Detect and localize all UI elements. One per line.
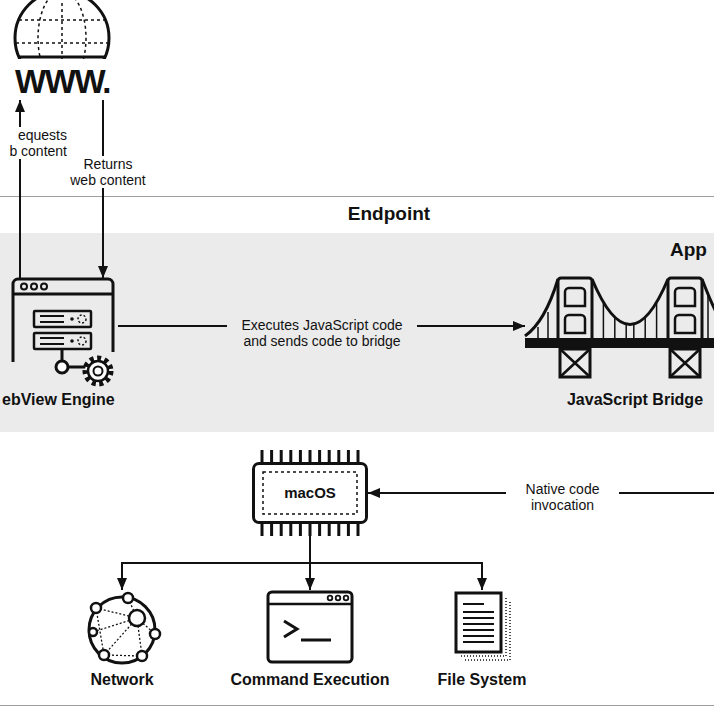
javascript-bridge: JavaScript Bridge xyxy=(525,270,714,410)
webview-icon xyxy=(40,337,64,339)
website-globe: WWW. xyxy=(10,0,115,100)
connector-arrow xyxy=(122,524,310,590)
network-icon-art xyxy=(129,610,145,626)
document-icon xyxy=(456,593,510,661)
webview-icon xyxy=(40,315,64,317)
connector-arrow xyxy=(19,100,21,278)
network-icon: Network xyxy=(82,590,162,690)
bridge-icon xyxy=(670,349,700,377)
bridge-icon xyxy=(525,278,714,377)
document-icon xyxy=(463,604,494,642)
chip-pins xyxy=(262,450,358,462)
webview-icon xyxy=(68,366,86,369)
bridge-icon xyxy=(525,338,714,348)
terminal-icon xyxy=(328,596,333,601)
network-icon-art xyxy=(137,651,147,661)
bridge-icon xyxy=(702,279,714,312)
edge-label: Returns web content xyxy=(67,156,149,188)
webview-icon xyxy=(21,284,27,290)
bridge-icon xyxy=(675,288,695,333)
webview-icon xyxy=(85,358,111,384)
network-icon-art xyxy=(99,650,109,660)
globe-icon xyxy=(15,0,109,59)
terminal-icon xyxy=(268,592,352,662)
webview-icon xyxy=(78,337,86,345)
webview-icon xyxy=(40,343,64,345)
terminal-icon xyxy=(268,603,352,606)
file-system-icon: File System xyxy=(437,590,527,690)
terminal-icon xyxy=(344,596,349,601)
document-icon xyxy=(456,593,501,652)
node-label: macOS xyxy=(255,484,365,502)
edge-label: Native code invocation xyxy=(506,481,619,513)
bridge-icon xyxy=(538,292,708,340)
bridge-icon xyxy=(558,278,592,340)
bridge-icon xyxy=(670,349,700,377)
node-label: ebView Engine xyxy=(2,390,142,410)
globe-icon xyxy=(16,42,108,44)
bridge-icon xyxy=(565,288,585,333)
command-execution-icon: Command Execution xyxy=(230,590,390,690)
node-label: JavaScript Bridge xyxy=(560,390,710,410)
network-icon-art xyxy=(89,593,160,663)
webview-engine: ebView Engine xyxy=(0,278,118,408)
webview-icon xyxy=(88,361,108,381)
chip-pins xyxy=(262,450,358,536)
connector-arrow xyxy=(310,524,482,590)
network-icon-art xyxy=(89,628,97,636)
network-icon-art xyxy=(150,629,160,639)
document-icon xyxy=(506,598,510,661)
webview-icon xyxy=(70,339,74,343)
connector-arrow xyxy=(118,325,525,327)
connector-arrow xyxy=(309,524,311,590)
network-icon-art xyxy=(89,597,155,663)
terminal-icon xyxy=(284,621,297,637)
node-label: Endpoint xyxy=(289,202,489,226)
terminal-icon xyxy=(301,639,331,642)
webview-icon xyxy=(70,317,74,321)
webview-icon xyxy=(13,293,113,296)
endpoint-section: EndpointAppebView EngineJavaScript Bridg… xyxy=(0,196,714,706)
webview-icon xyxy=(34,333,91,349)
network-icon-art xyxy=(91,603,101,613)
webview-icon xyxy=(56,361,68,373)
network-icon-art xyxy=(123,593,133,603)
webview-icon xyxy=(78,315,86,323)
bridge-icon xyxy=(592,279,668,325)
webview-icon xyxy=(94,367,103,376)
webview-icon xyxy=(40,321,64,323)
globe-icon xyxy=(19,56,105,59)
node-label: WWW. xyxy=(10,64,115,100)
bridge-icon xyxy=(560,349,590,377)
terminal-icon xyxy=(336,596,341,601)
bridge-icon xyxy=(525,279,558,336)
edge-label: equests b content xyxy=(5,127,67,159)
webview-icon xyxy=(13,279,113,362)
app-band: AppebView EngineJavaScript Bridge xyxy=(0,233,714,432)
terminal-icon xyxy=(268,592,352,662)
webview-icon xyxy=(41,284,47,290)
bridge-icon xyxy=(668,278,702,340)
network-icon-art xyxy=(93,598,155,656)
webview-icon xyxy=(31,284,37,290)
chip-pins xyxy=(263,472,357,514)
document-icon xyxy=(461,656,510,660)
webview-icon xyxy=(13,279,113,384)
globe-icon xyxy=(38,0,86,59)
node-label: Command Execution xyxy=(230,670,390,690)
connector-arrow xyxy=(102,100,104,278)
node-label: App xyxy=(670,238,714,262)
node-label: File System xyxy=(417,670,547,690)
bridge-icon xyxy=(560,349,590,377)
webview-icon xyxy=(61,349,64,361)
chip-pins xyxy=(262,524,358,536)
connector-arrow xyxy=(368,380,714,493)
globe-icon xyxy=(61,0,63,59)
globe-icon xyxy=(15,0,109,59)
globe-icon xyxy=(19,19,105,21)
node-label: Network xyxy=(42,670,202,690)
macos-chip: macOS xyxy=(252,462,368,524)
webview-icon xyxy=(34,311,91,327)
